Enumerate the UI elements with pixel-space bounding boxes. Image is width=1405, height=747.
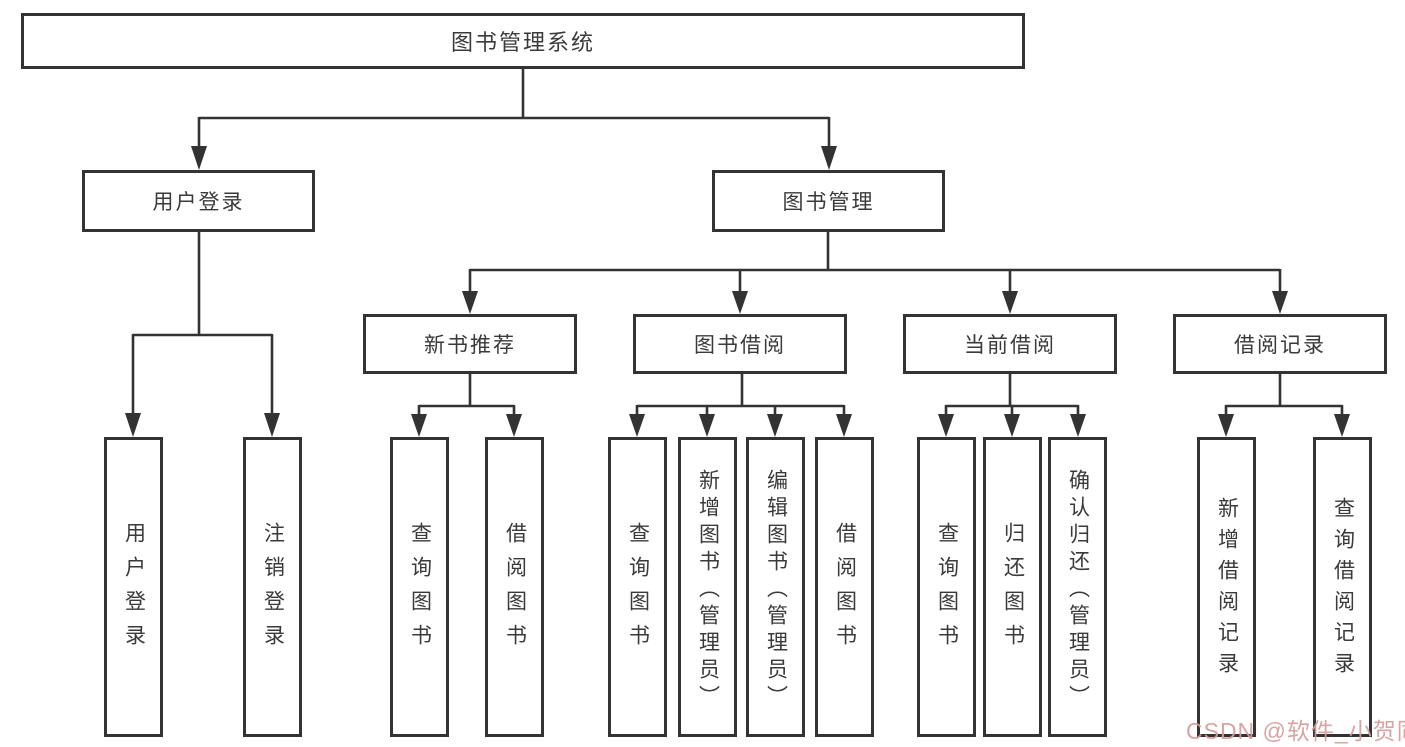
arrowhead-group [125, 146, 1350, 437]
csdn-watermark: CSDN @软件_小贺同学 [1186, 718, 1405, 744]
node-query-borrow-record: 查询借阅记录 [1313, 437, 1372, 737]
node-user-login-leaf: 用户登录 [104, 437, 163, 737]
node-add-borrow-record: 新增借阅记录 [1197, 437, 1256, 737]
node-add-book-admin: 新增图书（管理员） [678, 437, 737, 737]
node-new-book-recommend: 新书推荐 [363, 314, 577, 374]
node-current-borrow: 当前借阅 [903, 314, 1117, 374]
node-query-book-under-borrow: 查询图书 [608, 437, 667, 737]
node-return-book: 归还图书 [983, 437, 1042, 737]
node-user-login: 用户登录 [82, 170, 315, 232]
node-root-system: 图书管理系统 [21, 13, 1025, 69]
node-confirm-return-admin: 确认归还（管理员） [1048, 437, 1107, 737]
node-borrow-book-under-recommend: 借阅图书 [485, 437, 544, 737]
node-edit-book-admin: 编辑图书（管理员） [746, 437, 805, 737]
node-query-book-under-current: 查询图书 [917, 437, 976, 737]
node-book-management: 图书管理 [712, 170, 945, 232]
node-query-book-under-recommend: 查询图书 [390, 437, 449, 737]
node-borrow-book-under-borrow: 借阅图书 [815, 437, 874, 737]
node-logout: 注销登录 [243, 437, 302, 737]
node-borrow-record: 借阅记录 [1173, 314, 1387, 374]
node-book-borrow: 图书借阅 [633, 314, 847, 374]
